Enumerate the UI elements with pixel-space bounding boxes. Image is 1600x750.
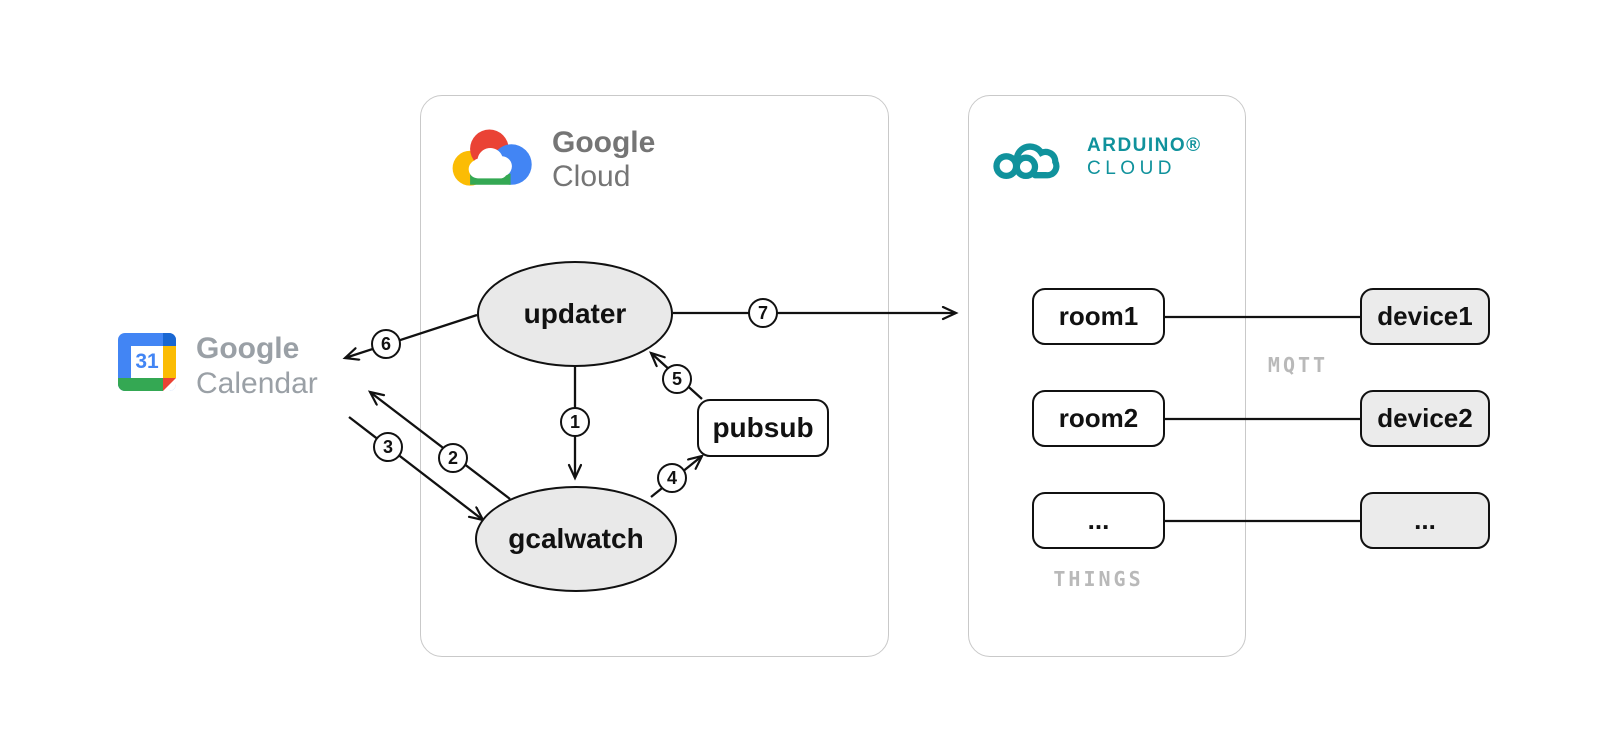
step-6-badge: 6: [371, 329, 401, 359]
arduino-cloud-label-line1: ARDUINO®: [1087, 135, 1202, 156]
device-1: device1: [1360, 288, 1490, 345]
google-cloud-label: Google Cloud: [552, 126, 655, 194]
google-calendar-label-line1: Google: [196, 332, 300, 365]
google-calendar-label-line2: Calendar: [196, 367, 318, 400]
node-gcalwatch: gcalwatch: [475, 486, 677, 592]
thing-room-more: ...: [1032, 492, 1165, 549]
calendar-icon-day: 31: [131, 346, 163, 378]
step-3-badge: 3: [373, 432, 403, 462]
step-2-badge: 2: [438, 443, 468, 473]
device-2: device2: [1360, 390, 1490, 447]
google-calendar-icon: 31: [118, 333, 176, 391]
node-updater: updater: [477, 261, 673, 367]
step-1-badge: 1: [560, 407, 590, 437]
calendar-icon-corner: [163, 333, 176, 346]
google-cloud-label-line1: Google: [552, 126, 656, 159]
step-5-badge: 5: [662, 364, 692, 394]
google-cloud-icon: [452, 129, 532, 186]
node-pubsub-label: pubsub: [712, 412, 814, 443]
step-7-badge: 7: [748, 298, 778, 328]
thing-room1: room1: [1032, 288, 1165, 345]
things-label: THINGS: [1053, 567, 1144, 591]
calendar-icon-right-bar: [163, 346, 176, 378]
thing-room2: room2: [1032, 390, 1165, 447]
arduino-cloud-icon: [993, 143, 1060, 180]
arduino-cloud-label: ARDUINO® CLOUD: [1087, 134, 1202, 180]
node-pubsub: pubsub: [697, 399, 829, 457]
arduino-cloud-container: [968, 95, 1246, 657]
node-updater-label: updater: [523, 298, 627, 329]
arduino-cloud-label-line2: CLOUD: [1087, 158, 1177, 179]
mqtt-label: MQTT: [1267, 353, 1329, 377]
google-calendar-label: Google Calendar: [196, 331, 318, 401]
calendar-icon-bottom-bar: [118, 378, 163, 391]
device-more: ...: [1360, 492, 1490, 549]
google-cloud-label-line2: Cloud: [552, 160, 631, 193]
node-gcalwatch-label: gcalwatch: [508, 523, 644, 554]
step-4-badge: 4: [657, 463, 687, 493]
